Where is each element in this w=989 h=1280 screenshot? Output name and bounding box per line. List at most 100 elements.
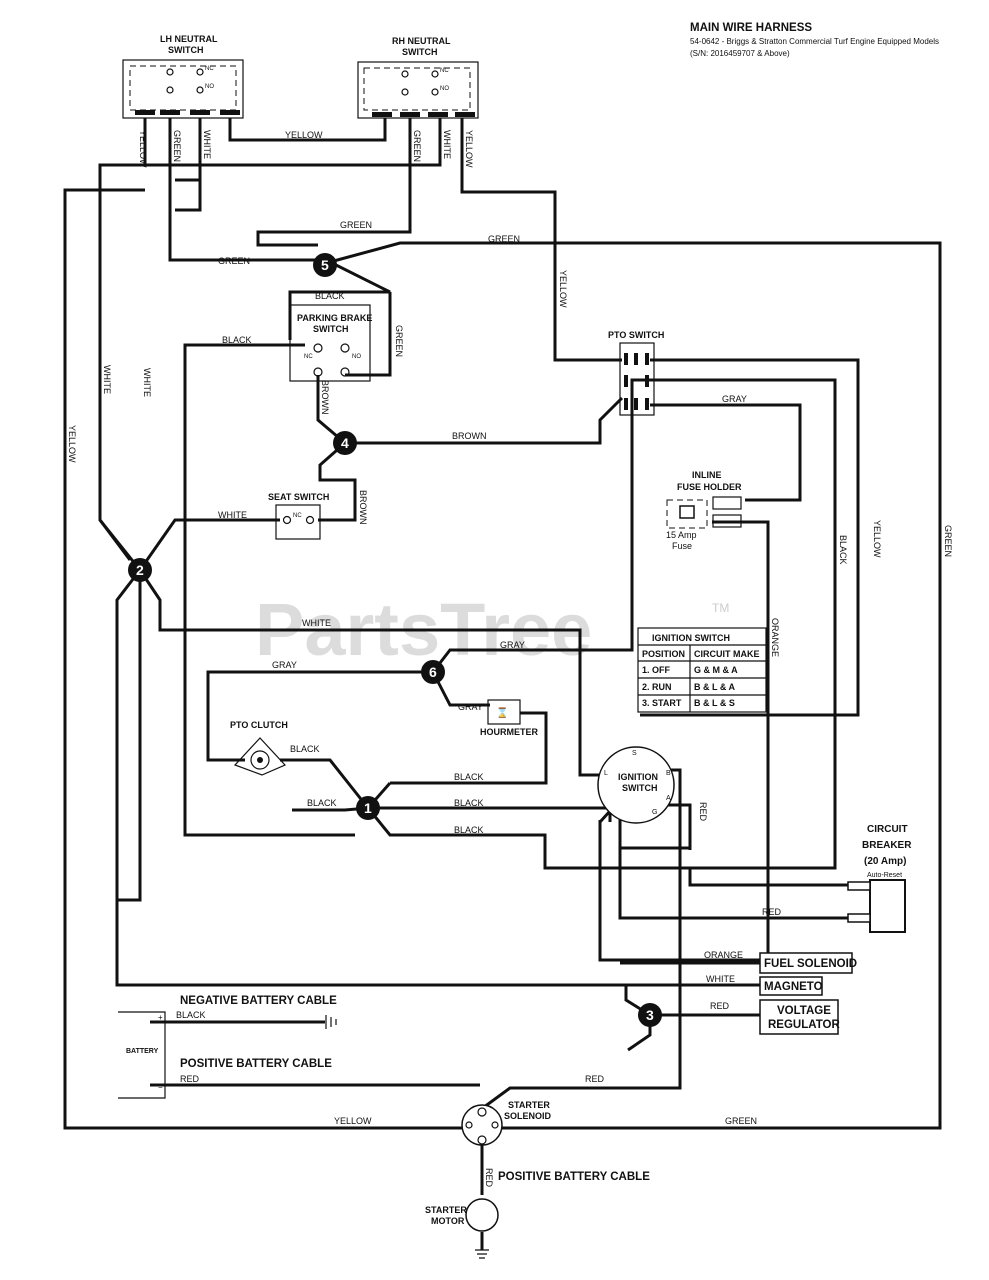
diagram-title: MAIN WIRE HARNESS	[690, 22, 812, 34]
splice-node-6: 6	[421, 660, 445, 684]
svg-text:PTO CLUTCH: PTO CLUTCH	[230, 720, 288, 730]
seat-switch: SEAT SWITCH NC	[268, 492, 329, 540]
wire-network	[63, 118, 942, 1250]
starter-motor: STARTER MOTOR	[425, 1198, 499, 1259]
svg-text:PTO SWITCH: PTO SWITCH	[608, 330, 664, 340]
wire-label: GREEN	[172, 130, 182, 162]
wire-label: WHITE	[442, 130, 452, 159]
svg-text:NC: NC	[304, 354, 313, 360]
svg-text:INLINE: INLINE	[692, 470, 722, 480]
svg-text:NC: NC	[293, 513, 302, 519]
parking-brake-switch: PARKING BRAKE SWITCH NC NO	[289, 304, 372, 382]
svg-text:B: B	[666, 770, 671, 777]
wire-label: BLACK	[454, 772, 484, 782]
wire-labels: YELLOW GREEN WHITE YELLOW GREEN WHITE YE…	[67, 130, 953, 1188]
inline-fuse-holder: INLINE FUSE HOLDER 15 Amp Fuse	[666, 470, 742, 551]
splice-node-1: 1	[356, 796, 380, 820]
svg-text:3: 3	[646, 1007, 654, 1023]
svg-text:S: S	[632, 750, 637, 757]
svg-text:SWITCH: SWITCH	[402, 47, 438, 57]
wire-label: GREEN	[412, 130, 422, 162]
wire-label: BROWN	[320, 380, 330, 415]
svg-text:G: G	[652, 809, 657, 816]
wire-label: WHITE	[142, 368, 152, 397]
svg-text:1. OFF: 1. OFF	[642, 665, 671, 675]
splice-node-5: 5	[313, 253, 337, 277]
svg-text:NEGATIVE BATTERY CABLE: NEGATIVE BATTERY CABLE	[180, 995, 337, 1007]
svg-text:SWITCH: SWITCH	[622, 783, 658, 793]
wire-label: BLACK	[222, 335, 252, 345]
circuit-breaker: CIRCUIT BREAKER (20 Amp) Auto-Reset	[847, 824, 912, 933]
wire-label: GREEN	[394, 325, 404, 357]
svg-text:SWITCH: SWITCH	[168, 45, 204, 55]
svg-text:POSITION: POSITION	[642, 649, 685, 659]
magneto: MAGNETO	[759, 976, 823, 996]
svg-text:Auto-Reset: Auto-Reset	[867, 872, 902, 879]
svg-text:1: 1	[364, 800, 372, 816]
svg-text:NC: NC	[205, 66, 214, 72]
wire-label: BROWN	[358, 490, 368, 525]
wire-label: RED	[710, 1001, 730, 1011]
wire-label: RED	[585, 1074, 605, 1084]
hourmeter: ⌛ HOURMETER	[480, 699, 538, 737]
svg-text:SWITCH: SWITCH	[313, 324, 349, 334]
svg-text:BATTERY: BATTERY	[126, 1048, 159, 1055]
svg-text:VOLTAGE: VOLTAGE	[777, 1005, 831, 1017]
svg-text:+: +	[158, 1013, 163, 1022]
svg-text:−: −	[158, 1083, 163, 1092]
svg-text:MAGNETO: MAGNETO	[764, 981, 823, 993]
svg-text:STARTER: STARTER	[508, 1100, 550, 1110]
svg-text:5: 5	[321, 257, 329, 273]
svg-text:LH NEUTRAL: LH NEUTRAL	[160, 34, 218, 44]
wire-label: WHITE	[202, 130, 212, 159]
svg-text:FUSE HOLDER: FUSE HOLDER	[677, 482, 742, 492]
fuel-solenoid: FUEL SOLENOID	[759, 952, 857, 974]
lh-neutral-switch: LH NEUTRAL SWITCH NC NO	[122, 34, 244, 119]
svg-text:2. RUN: 2. RUN	[642, 682, 672, 692]
wire-label: BLACK	[315, 291, 345, 301]
battery: BATTERY + − NEGATIVE BATTERY CABLE POSIT…	[118, 995, 337, 1099]
svg-text:4: 4	[341, 435, 349, 451]
svg-text:CIRCUIT MAKE: CIRCUIT MAKE	[694, 649, 760, 659]
starter-solenoid: STARTER SOLENOID POSITIVE BATTERY CABLE	[461, 1100, 650, 1183]
wire-label: BLACK	[176, 1010, 206, 1020]
wire-label: RED	[762, 907, 782, 917]
voltage-regulator: VOLTAGE REGULATOR	[759, 999, 840, 1035]
wire-label: GREEN	[725, 1116, 757, 1126]
wire-label: RED	[180, 1074, 200, 1084]
svg-text:NO: NO	[440, 86, 449, 92]
svg-text:CIRCUIT: CIRCUIT	[867, 824, 908, 835]
wire-label: BROWN	[452, 431, 487, 441]
svg-text:NC: NC	[440, 68, 449, 74]
wire-label: YELLOW	[558, 270, 568, 308]
svg-text:SEAT SWITCH: SEAT SWITCH	[268, 492, 329, 502]
svg-text:POSITIVE BATTERY CABLE: POSITIVE BATTERY CABLE	[498, 1171, 650, 1183]
wire-label: WHITE	[102, 365, 112, 394]
wire-label: YELLOW	[67, 425, 77, 463]
diagram-serial: (S/N: 2016459707 & Above)	[690, 49, 790, 58]
svg-text:MOTOR: MOTOR	[431, 1216, 465, 1226]
ignition-switch-table: IGNITION SWITCH POSITION CIRCUIT MAKE 1.…	[637, 627, 767, 713]
wire-label: GREEN	[943, 525, 953, 557]
svg-text:RH NEUTRAL: RH NEUTRAL	[392, 36, 451, 46]
svg-text:PARKING BRAKE: PARKING BRAKE	[297, 313, 372, 323]
svg-text:IGNITION: IGNITION	[618, 772, 658, 782]
svg-text:(20 Amp): (20 Amp)	[864, 856, 906, 867]
wire-label: BLACK	[307, 798, 337, 808]
svg-text:15 Amp: 15 Amp	[666, 530, 697, 540]
svg-text:NO: NO	[205, 84, 214, 90]
svg-text:B & L & A: B & L & A	[694, 682, 736, 692]
wire-label: ORANGE	[770, 618, 780, 657]
wire-label: RED	[484, 1168, 494, 1188]
svg-text:⌛: ⌛	[496, 706, 508, 719]
ignition-switch: IGNITION SWITCH S B A G L	[597, 746, 675, 824]
svg-text:3. START: 3. START	[642, 698, 682, 708]
wire-label: BLACK	[454, 798, 484, 808]
wire-label: GRAY	[500, 640, 525, 650]
pto-switch: PTO SWITCH	[608, 330, 664, 416]
wire-label: WHITE	[218, 510, 247, 520]
wire-label: ORANGE	[704, 950, 743, 960]
watermark-tm: TM	[712, 601, 729, 615]
wire-label: BLACK	[838, 535, 848, 565]
